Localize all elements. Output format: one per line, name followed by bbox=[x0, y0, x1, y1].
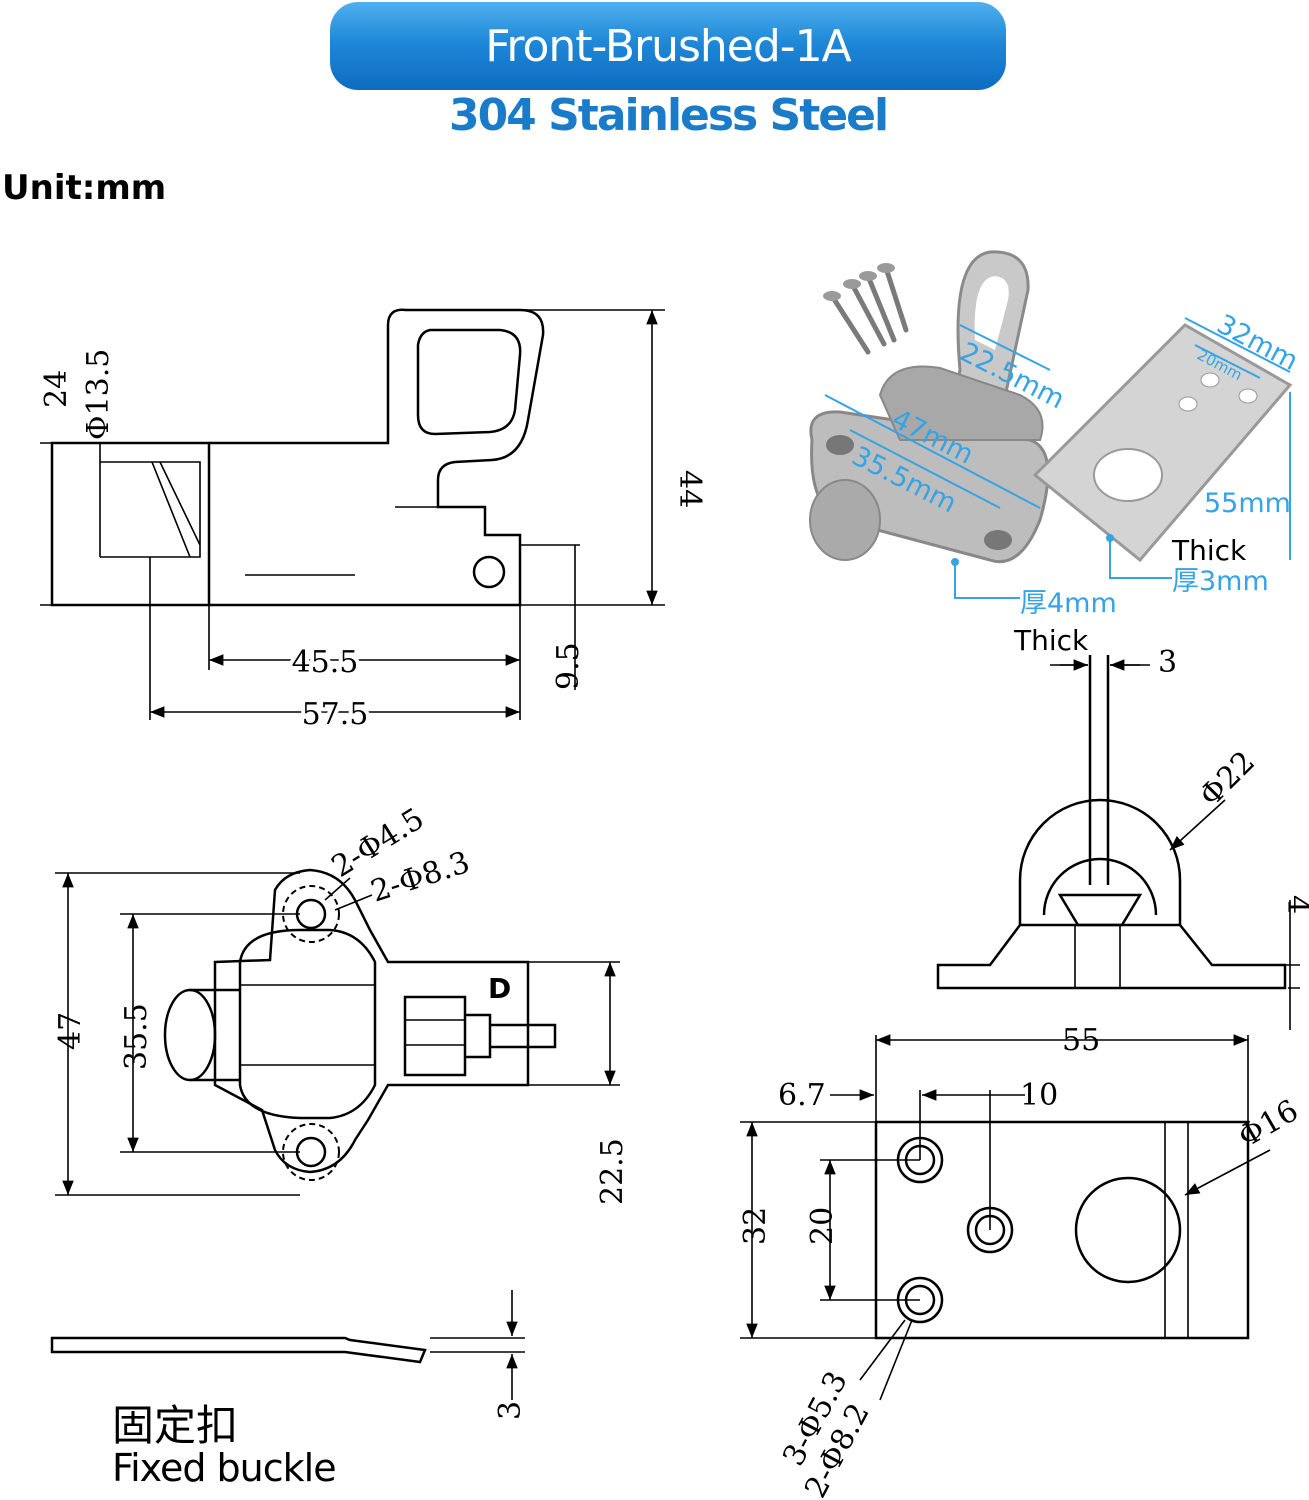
photo-label-thick-plate: Thick bbox=[1171, 534, 1247, 567]
dim-edge-6-7: 6.7 bbox=[778, 1078, 826, 1113]
dim-height-24: 24 bbox=[39, 370, 74, 408]
fixed-buckle-drawing: 3 bbox=[50, 1290, 528, 1420]
unit-label: Unit:mm bbox=[2, 168, 167, 208]
bolt-body bbox=[50, 441, 211, 607]
material-subtitle: 304 Stainless Steel bbox=[448, 90, 889, 141]
latch-housing bbox=[209, 308, 545, 607]
dim-offset-9-5: 9.5 bbox=[551, 642, 586, 690]
photo-label-plate-3mm: 厚3mm bbox=[1172, 566, 1269, 597]
caption-chinese: 固定扣 bbox=[112, 1401, 239, 1450]
dim-plate-length-55: 55 bbox=[1062, 1023, 1100, 1058]
top-base-outline bbox=[213, 868, 530, 1174]
plate-large-hole bbox=[1074, 1176, 1182, 1284]
screws bbox=[829, 265, 909, 355]
dim-length-57-5: 57.5 bbox=[302, 697, 369, 732]
photo-label-55mm: 55mm bbox=[1204, 488, 1291, 519]
plate-view-drawing: 55 6.7 10 Φ16 32 20 3-Φ5.3 2-Φ8.2 bbox=[738, 1023, 1304, 1500]
dim-thickness-3: 3 bbox=[1158, 645, 1177, 680]
fixed-plate-photo bbox=[1032, 323, 1293, 563]
bolt-end bbox=[163, 988, 217, 1082]
photo-label-thick-base: Thick bbox=[1013, 624, 1089, 657]
buckle-profile bbox=[50, 1336, 427, 1364]
plate-outline bbox=[874, 1120, 1250, 1340]
photo-label-base-4mm: 厚4mm bbox=[1020, 588, 1117, 619]
dim-offset-22-5: 22.5 bbox=[595, 1138, 630, 1205]
title-text: Front-Brushed-1A bbox=[485, 20, 852, 72]
view-marker-d: D bbox=[488, 972, 511, 1005]
dim-hole-pitch-20: 20 bbox=[805, 1207, 840, 1245]
dim-height-44: 44 bbox=[672, 470, 707, 508]
dim-hole-spacing-10: 10 bbox=[1020, 1078, 1058, 1113]
dim-width-47: 47 bbox=[53, 1012, 88, 1050]
dim-plate-width-32: 32 bbox=[738, 1207, 773, 1245]
dim-pitch-35-5: 35.5 bbox=[119, 1003, 154, 1070]
dim-base-4: 4 bbox=[1280, 895, 1309, 914]
mount-hole-top bbox=[295, 898, 327, 930]
side-view-drawing: 24 Φ13.5 44 9.5 45.5 57.5 bbox=[39, 308, 707, 736]
front-base bbox=[936, 923, 1287, 990]
dim-buckle-3: 3 bbox=[493, 1401, 528, 1420]
caption-english: Fixed buckle bbox=[112, 1446, 337, 1490]
mount-hole-bottom bbox=[295, 1136, 327, 1168]
ring-hole bbox=[416, 328, 522, 436]
dim-length-45-5: 45.5 bbox=[292, 645, 359, 680]
title-banner: Front-Brushed-1A bbox=[330, 2, 1006, 90]
dim-diameter-22: Φ22 bbox=[1193, 745, 1262, 814]
dim-diameter-13-5: Φ13.5 bbox=[81, 349, 116, 440]
front-view-drawing: 3 Φ22 4 bbox=[936, 645, 1309, 1030]
dim-diameter-16: Φ16 bbox=[1233, 1093, 1305, 1155]
top-view-drawing: 2-Φ4.5 2-Φ8.3 47 35.5 22.5 D bbox=[53, 801, 630, 1205]
bolt bbox=[809, 479, 881, 561]
pin-hole bbox=[472, 555, 506, 589]
product-photo: 22.5mm 47mm 35.5mm 32mm 20mm 55mm Thick … bbox=[809, 250, 1303, 657]
